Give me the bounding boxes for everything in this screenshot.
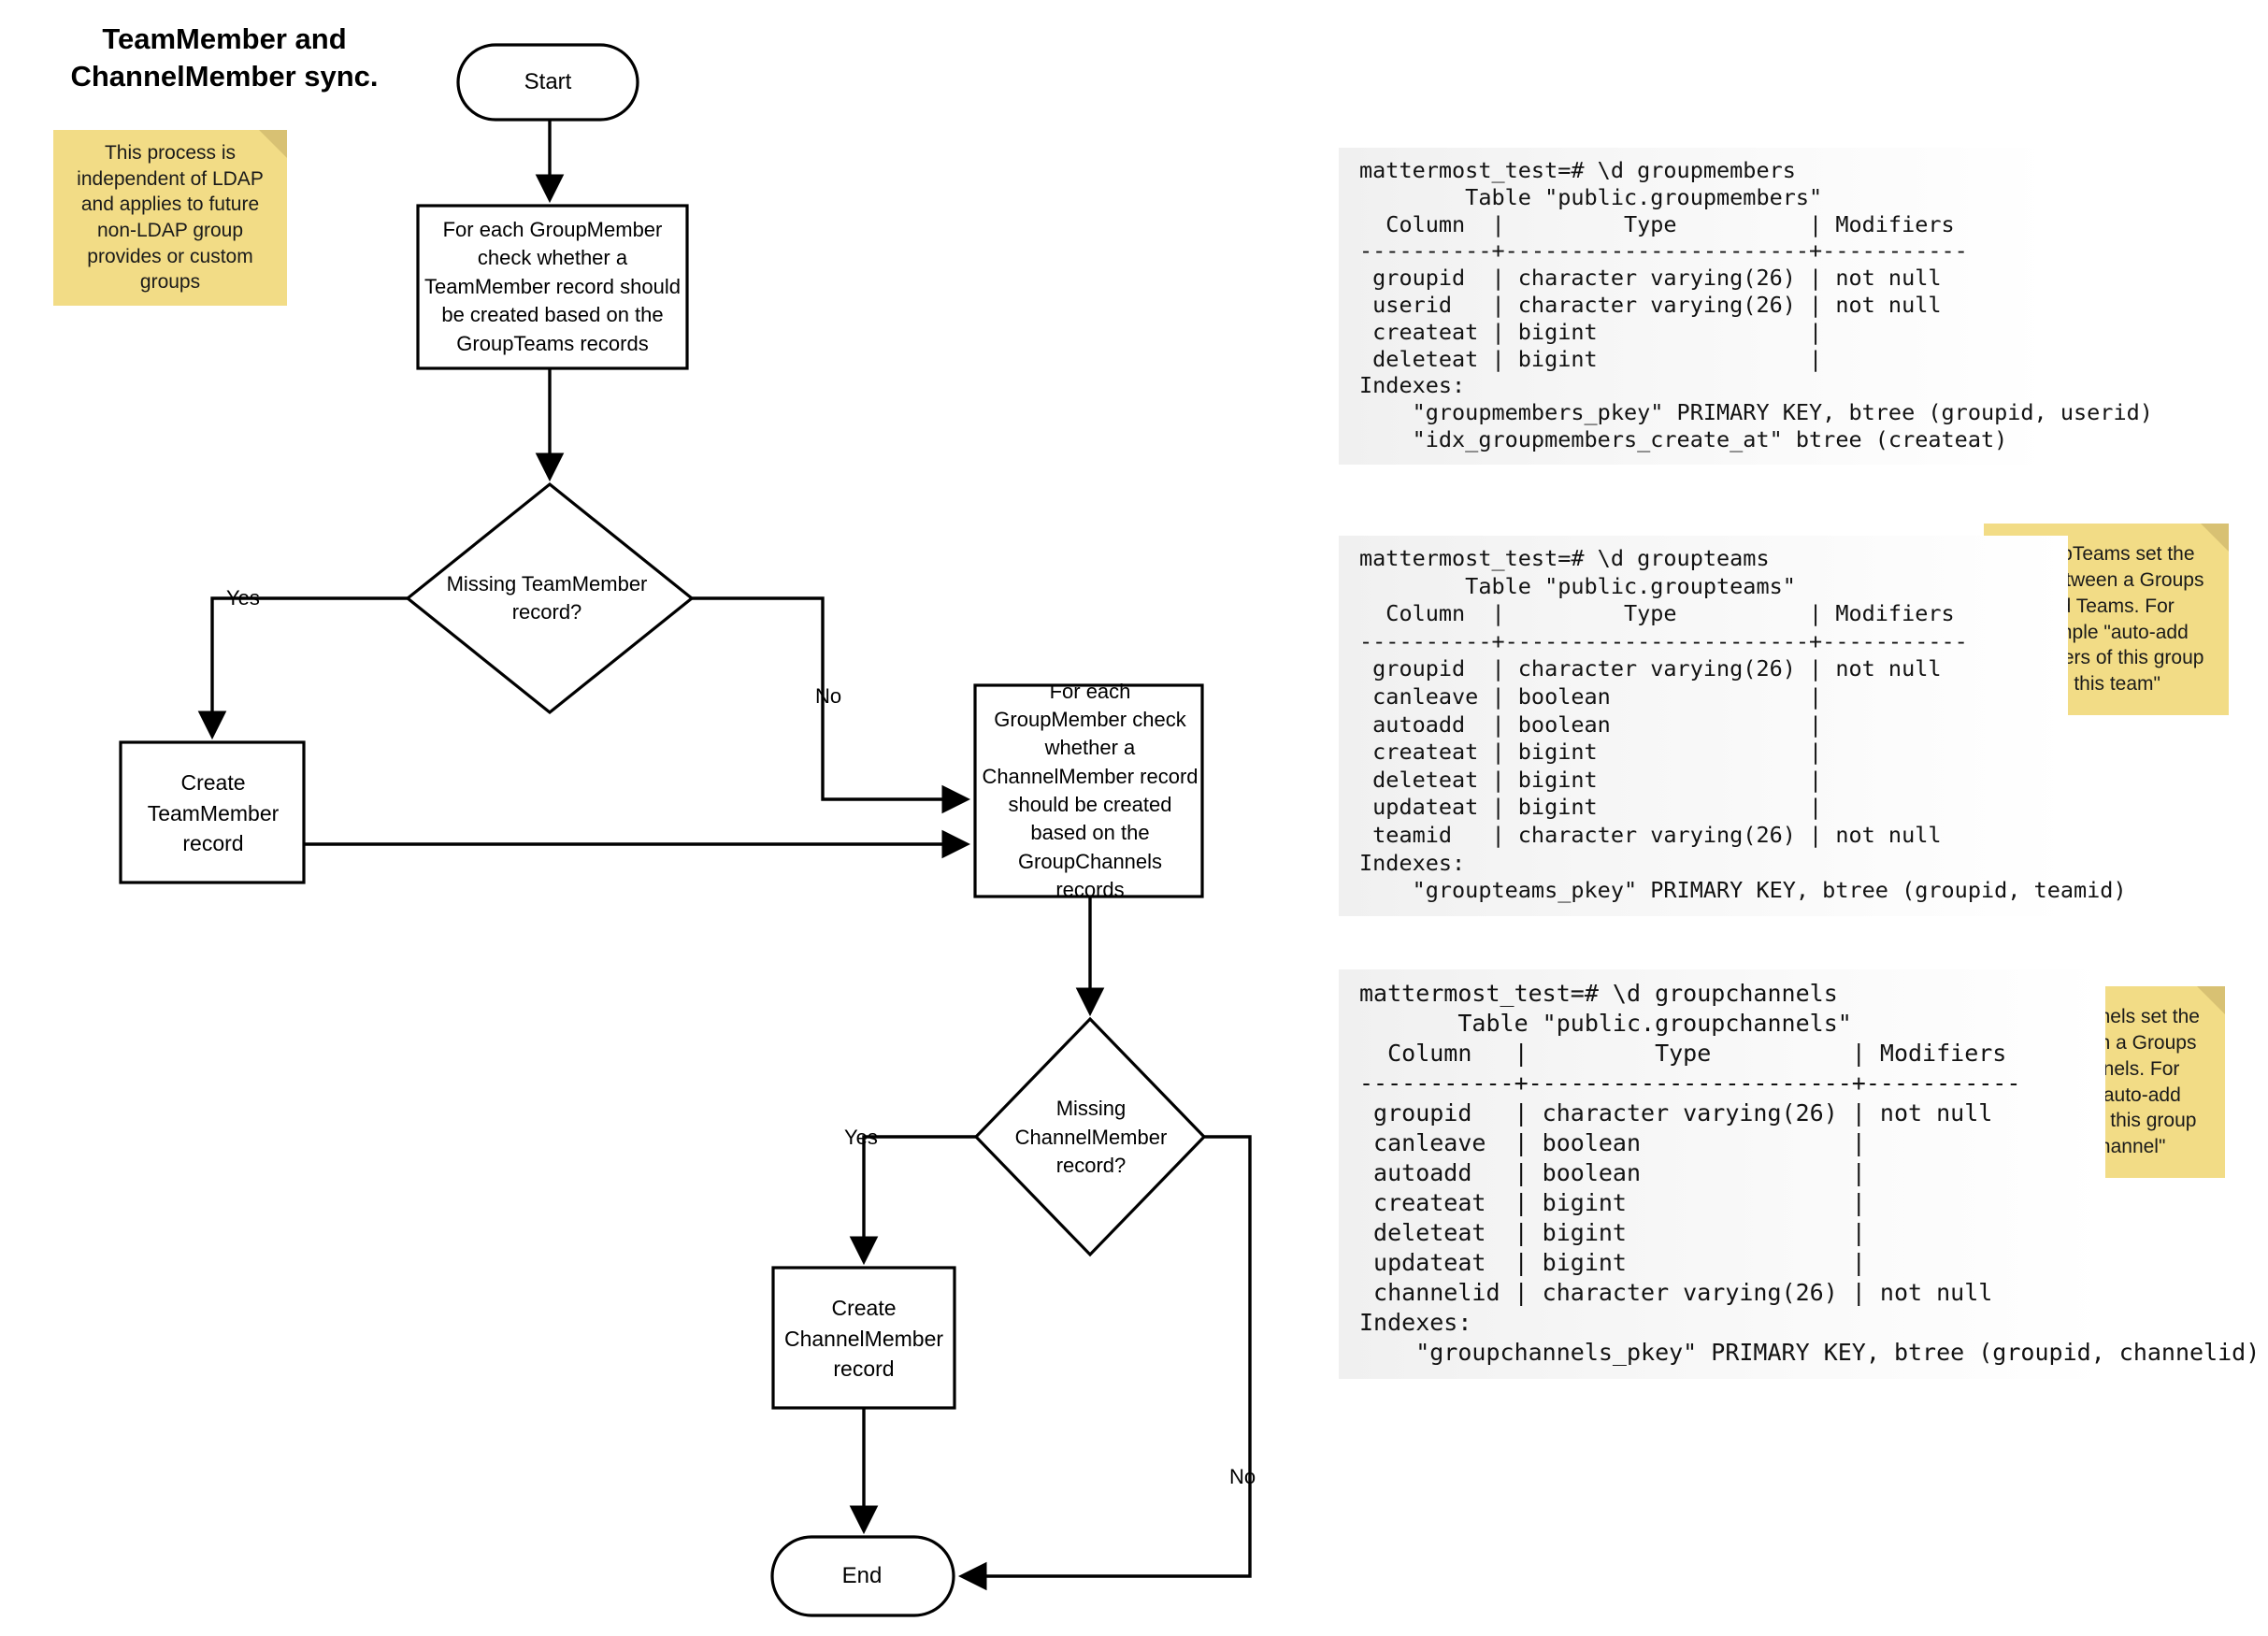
terminal-output-groupmembers: mattermost_test=# \d groupmembers Table … <box>1339 148 2153 465</box>
page-title: TeamMember and ChannelMember sync. <box>70 22 379 93</box>
edge-decision-team-no <box>692 596 971 814</box>
node-process-channelmember <box>973 683 1204 898</box>
sticky-note-fold-icon <box>2201 524 2229 552</box>
node-create-channelmember <box>771 1266 956 1410</box>
edge-decision-team-yes <box>197 596 408 740</box>
edge-decision-channel-no <box>957 1135 1252 1591</box>
node-process-teammember <box>416 204 689 370</box>
terminal-output-groupchannels: mattermost_test=# \d groupchannels Table… <box>1339 969 2260 1379</box>
node-create-teammember <box>119 740 306 884</box>
node-decision-teammember <box>405 481 695 715</box>
sticky-note-ldap: This process is independent of LDAP and … <box>53 130 287 306</box>
sticky-note-ldap-text: This process is independent of LDAP and … <box>77 141 264 294</box>
edge-decision-channel-yes <box>849 1135 976 1266</box>
node-end <box>770 1535 955 1617</box>
node-start <box>456 43 639 122</box>
terminal-output-groupteams: mattermost_test=# \d groupteams Table "p… <box>1339 536 2127 916</box>
node-decision-channelmember <box>973 1016 1207 1257</box>
sticky-note-fold-icon <box>2197 986 2225 1014</box>
